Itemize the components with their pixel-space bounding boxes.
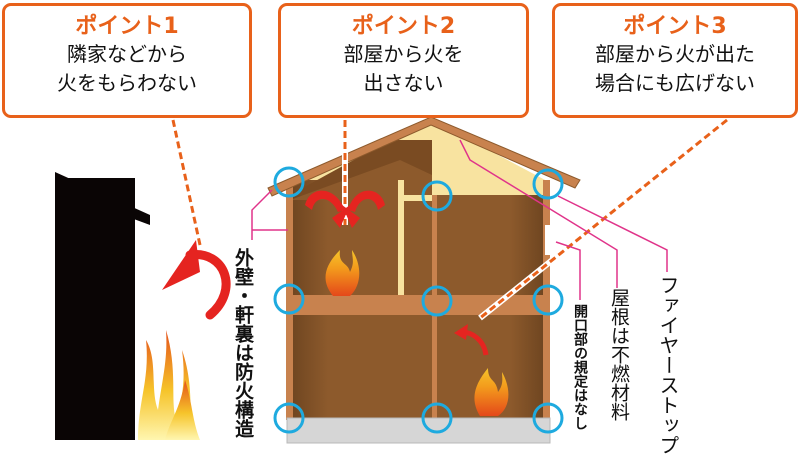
spreading-fire-arrow-icon [454,324,489,356]
incoming-fire-arrow-icon [162,240,231,320]
joint-circle-icon [421,180,453,212]
house-cross-section [267,116,581,444]
point3-title: ポイント3 [623,14,727,39]
point1-callout: ポイント1 隣家などから 火をもらわない [2,3,252,118]
joint-circle-icon [273,402,305,434]
joint-circle-icon [421,285,453,317]
point3-line1: 部屋から火が出た [595,42,755,66]
firestop-label: ファイヤーストップ [656,275,680,455]
point1-line1: 隣家などから [67,42,187,66]
joint-circle-icon [532,402,564,434]
point3-callout: ポイント3 部屋から火が出た 場合にも広げない [552,3,798,118]
joint-markers [273,166,564,434]
point1-leader-line [171,119,202,246]
joint-circle-icon [532,168,564,200]
point2-callout: ポイント2 部屋から火を 出さない [278,3,529,118]
label-leader-lines [251,139,668,300]
neighbor-building [55,172,150,440]
joint-circle-icon [273,166,305,198]
joint-circle-icon [273,283,305,315]
contained-fire-arrows-icon [305,190,385,228]
joint-circle-icon [421,402,453,434]
point1-title: ポイント1 [75,14,179,39]
openings-label: 開口部の規定はなし [572,304,588,430]
point2-title: ポイント2 [351,14,456,39]
point3-line2: 場合にも広げない [595,71,755,95]
lower-room-fire-icon [474,368,509,416]
point2-line2: 出さない [363,71,444,95]
point2-line1: 部屋から火を [343,42,464,66]
room-fire-icon [325,250,360,296]
point1-line2: 火をもらわない [57,71,197,95]
neighbor-fire-icon [138,330,200,440]
exterior-wall-label: 外壁・軒裏は防火構造 [232,248,254,438]
joint-circle-icon [532,284,564,316]
roof-label: 屋根は不燃材料 [608,288,630,421]
